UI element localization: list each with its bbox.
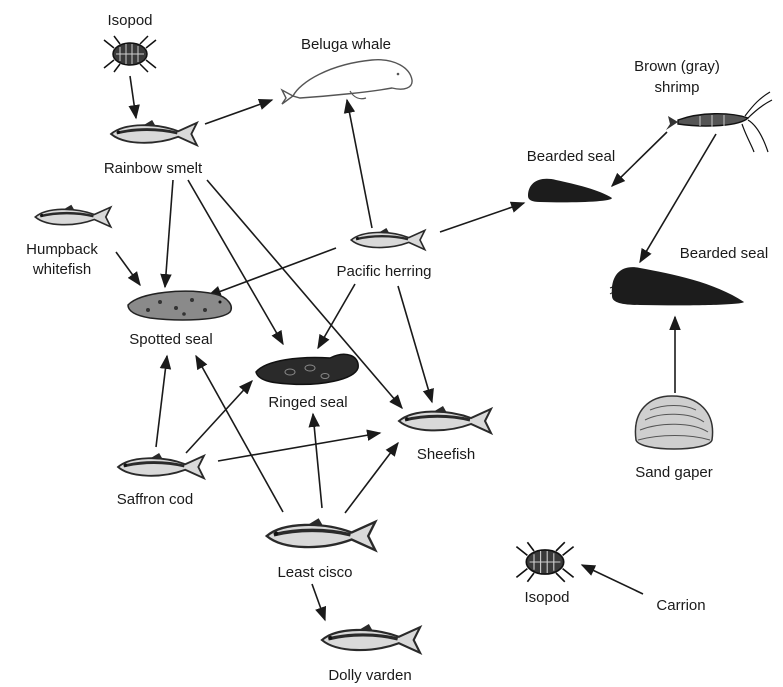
label-dolly-varden: Dolly varden <box>328 667 411 684</box>
label-isopod-top: Isopod <box>107 12 152 29</box>
label-spotted-seal: Spotted seal <box>129 331 212 348</box>
label-humpback-whitefish-line2: whitefish <box>32 261 91 278</box>
label-brown-shrimp-line1: Brown (gray) <box>634 58 720 75</box>
bearded-seal-lower-icon <box>610 267 744 305</box>
isopod-bottom-icon <box>516 542 573 582</box>
isopod-top-icon <box>104 36 156 72</box>
label-bearded-seal-upper: Bearded seal <box>527 148 615 165</box>
arrow-saffron-cod-to-sheefish <box>218 433 380 461</box>
food-web-arrows <box>116 76 716 620</box>
arrow-shrimp-to-bearded-seal-upper <box>612 132 667 186</box>
sand-gaper-icon <box>635 396 712 449</box>
spotted-seal-icon <box>128 291 231 320</box>
pacific-herring-icon <box>351 228 425 250</box>
arrow-rainbow-smelt-to-beluga <box>205 100 272 124</box>
label-rainbow-smelt: Rainbow smelt <box>104 160 203 177</box>
arrow-herring-to-beluga <box>347 100 372 228</box>
arrow-saffron-cod-to-spotted-seal <box>156 356 167 447</box>
arrow-herring-to-sheefish <box>398 286 432 402</box>
organism-labels: Isopod Beluga whale Rainbow smelt Humpba… <box>26 12 768 684</box>
saffron-cod-icon <box>118 453 204 478</box>
arrow-carrion-to-isopod <box>582 565 643 594</box>
arrow-least-cisco-to-dolly-varden <box>312 584 325 620</box>
arrow-least-cisco-to-sheefish <box>345 443 398 513</box>
label-brown-shrimp-line2: shrimp <box>654 79 699 96</box>
label-saffron-cod: Saffron cod <box>117 491 193 508</box>
arrow-saffron-cod-to-ringed-seal <box>186 381 252 453</box>
arrow-shrimp-to-bearded-seal-lower <box>640 134 716 262</box>
label-humpback-whitefish-line1: Humpback <box>26 241 98 258</box>
label-beluga-whale: Beluga whale <box>301 36 391 53</box>
dolly-varden-icon <box>322 624 420 653</box>
label-bearded-seal-lower: Bearded seal <box>680 245 768 262</box>
label-least-cisco: Least cisco <box>277 564 352 581</box>
arrow-isopod-to-rainbow-smelt <box>130 76 136 118</box>
least-cisco-icon <box>267 518 376 550</box>
label-ringed-seal: Ringed seal <box>268 394 347 411</box>
arrow-humpback-to-spotted-seal <box>116 252 140 285</box>
sheefish-icon <box>399 406 491 433</box>
label-isopod-bottom: Isopod <box>524 589 569 606</box>
label-sheefish: Sheefish <box>417 446 475 463</box>
rainbow-smelt-icon <box>111 120 197 145</box>
arrow-herring-to-bearded-seal <box>440 203 524 232</box>
beluga-whale-icon <box>282 60 412 104</box>
brown-shrimp-icon <box>666 92 772 152</box>
label-carrion: Carrion <box>656 597 705 614</box>
bearded-seal-upper-icon <box>528 179 612 203</box>
label-sand-gaper: Sand gaper <box>635 464 713 481</box>
humpback-whitefish-icon <box>35 205 110 227</box>
ringed-seal-icon <box>256 354 358 384</box>
label-pacific-herring: Pacific herring <box>336 263 431 280</box>
arrow-rainbow-smelt-to-spotted-seal <box>165 180 173 287</box>
arrow-least-cisco-to-ringed-seal <box>313 414 322 508</box>
